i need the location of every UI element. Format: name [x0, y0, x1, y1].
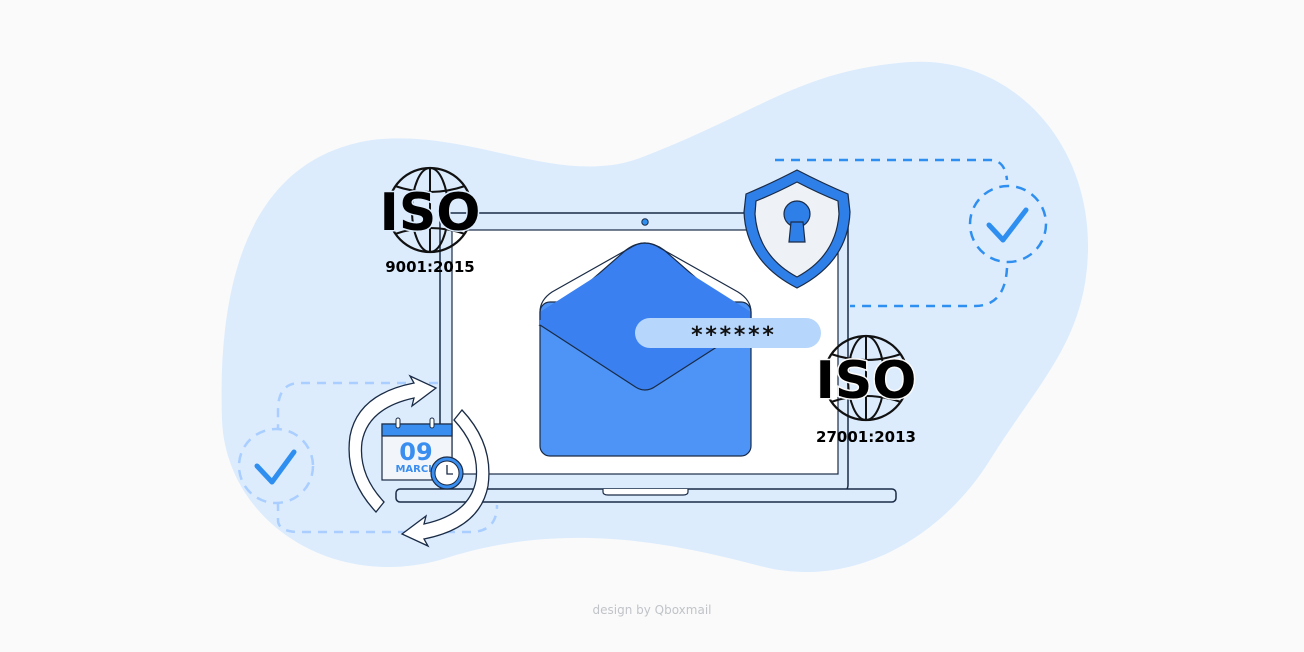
globe-icon-left	[386, 166, 474, 254]
iso-right-label: ISO	[815, 351, 916, 411]
clock-icon	[430, 456, 464, 490]
globe-icon-right	[822, 334, 910, 422]
check-icon-right	[968, 184, 1048, 264]
password-field: ******	[635, 318, 821, 348]
iso-left-label: ISO	[379, 183, 480, 243]
credit-text: design by Qboxmail	[592, 603, 712, 617]
dashed-connector-right	[775, 158, 1009, 181]
iso-left-number: 9001:2015	[385, 258, 475, 276]
calendar-day: 09	[399, 438, 432, 466]
check-icon-left	[237, 427, 315, 505]
sync-arrows-icon	[348, 374, 490, 548]
shield-lock-icon	[743, 169, 851, 289]
calendar-month: MARCH	[395, 464, 436, 475]
iso-right-number: 27001:2013	[816, 428, 916, 446]
envelope-icon	[538, 242, 752, 457]
dashed-connector-left-lower	[276, 502, 499, 534]
dashed-connector-right-lower	[850, 267, 1009, 308]
dashed-connector-left	[276, 381, 438, 428]
password-value: ******	[690, 323, 775, 348]
